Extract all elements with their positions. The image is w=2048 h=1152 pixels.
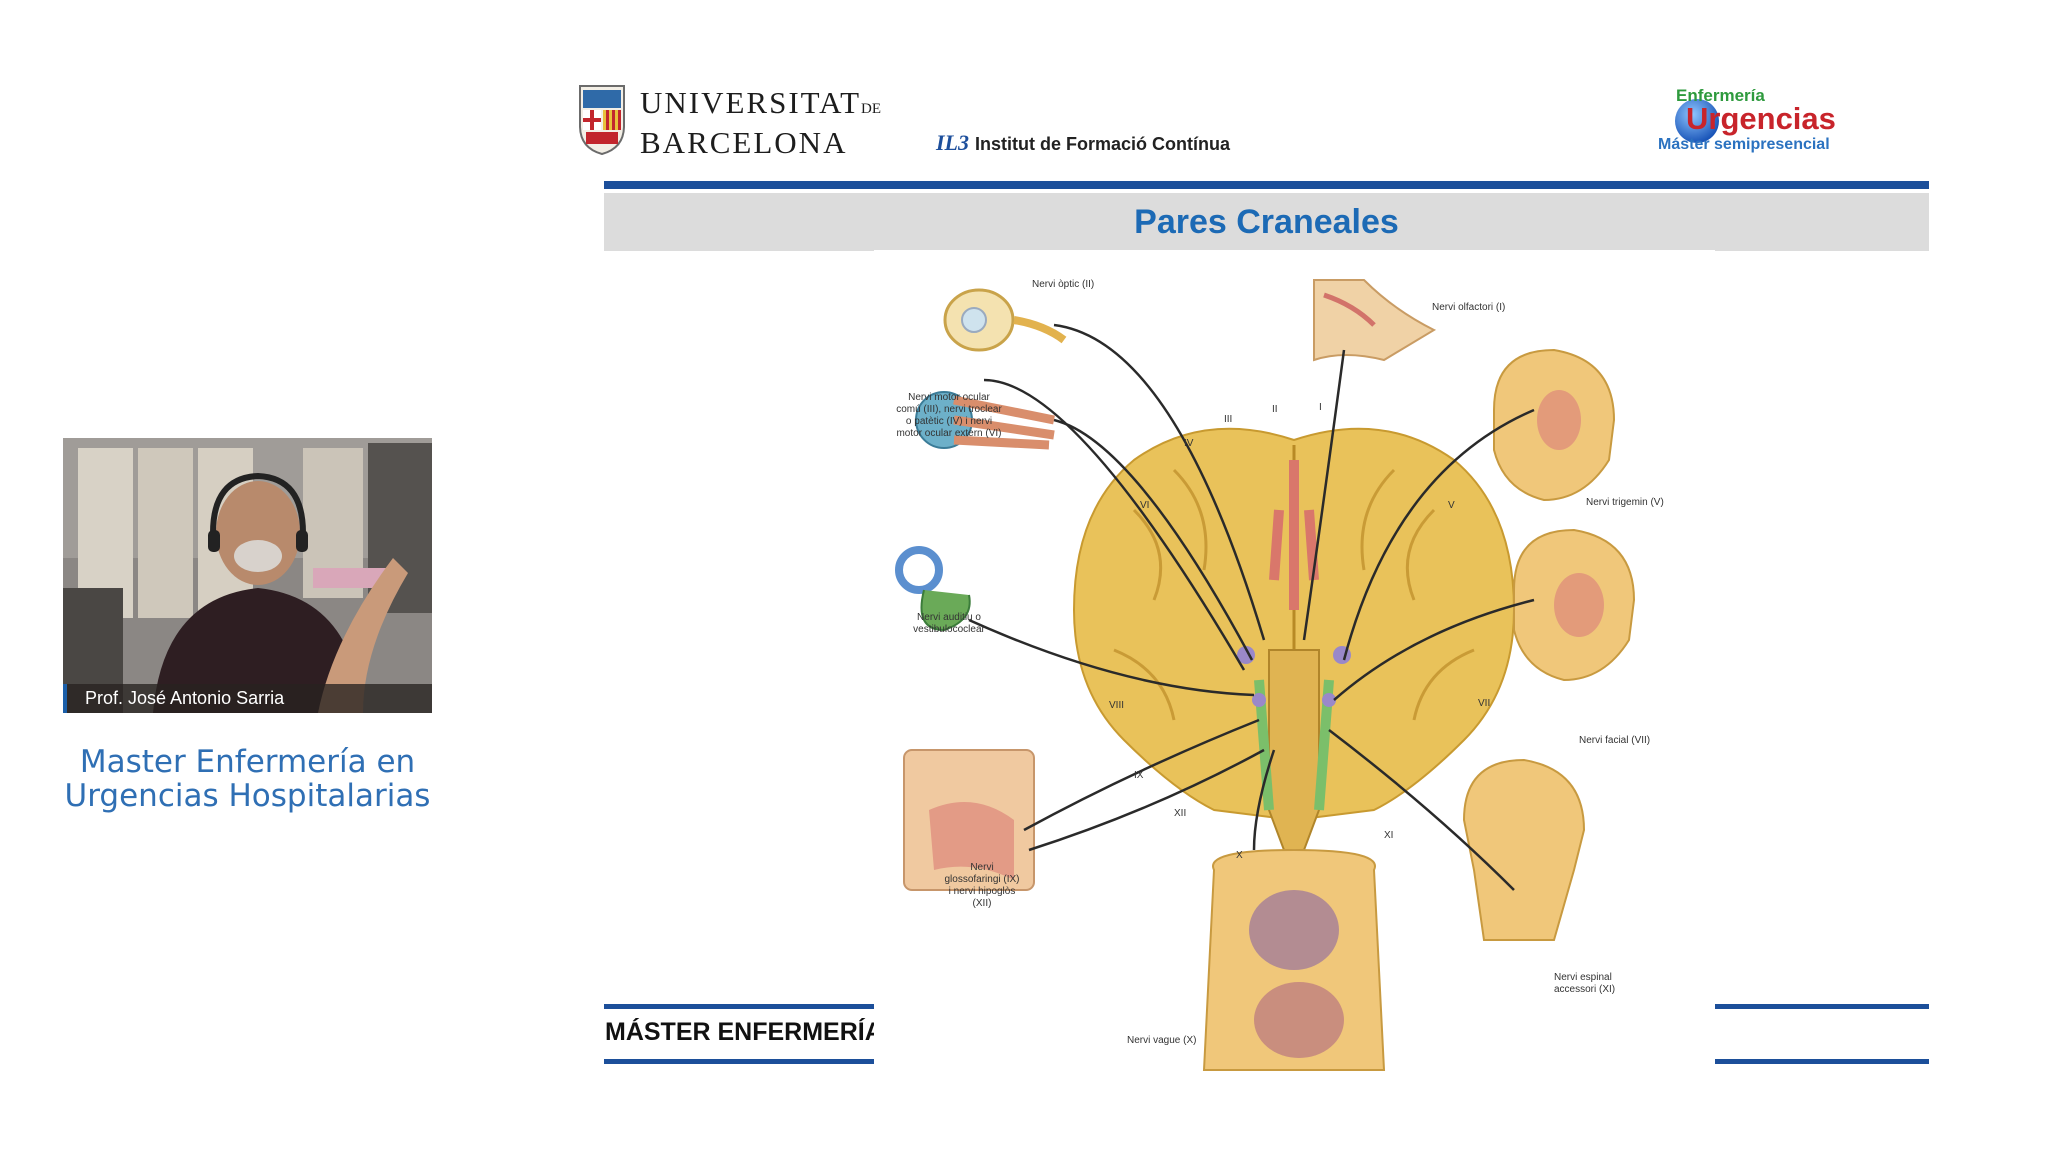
footer-rule-bottom-right — [1715, 1059, 1929, 1064]
label-glosso-1: Nervi — [970, 862, 993, 873]
badge-line2: Urgencias — [1686, 101, 1836, 136]
ear-vestibule — [920, 589, 971, 632]
course-title: Master Enfermería en Urgencias Hospitala… — [40, 745, 455, 813]
label-trigeminal: Nervi trigemin (V) — [1586, 497, 1664, 508]
numeral-xii: XII — [1174, 808, 1186, 819]
il3-mark: IL3 — [936, 130, 969, 155]
globe-icon — [1675, 99, 1719, 143]
il3-logo: IL3 Institut de Formació Contínua — [936, 130, 1230, 156]
numeral-v: V — [1448, 500, 1455, 511]
label-glosso-4: (XII) — [973, 898, 992, 909]
numeral-i: I — [1319, 402, 1322, 413]
presenter-video — [63, 438, 432, 713]
label-olfactory: Nervi olfactori (I) — [1432, 302, 1505, 313]
presenter-name-label: Prof. José Antonio Sarria — [63, 684, 432, 713]
eye-iris — [961, 307, 987, 333]
numeral-xi: XI — [1384, 830, 1393, 841]
head-trigeminal — [1493, 348, 1616, 502]
university-de: DE — [861, 101, 882, 117]
label-oculomotor-3: o patètic (IV) i nervi — [906, 416, 992, 427]
slide-footer-text: MÁSTER ENFERMERÍA — [605, 1018, 875, 1046]
numeral-x: X — [1236, 850, 1243, 861]
label-glosso-2: glossofaringi (IX) — [944, 874, 1019, 885]
nose-illustration — [1313, 279, 1437, 362]
university-line1: UNIVERSITAT — [640, 85, 862, 120]
label-auditory-1: Nervi auditiu o — [917, 612, 981, 623]
brain-folds — [1113, 468, 1475, 721]
label-optic: Nervi òptic (II) — [1032, 279, 1094, 290]
slide-top-rule — [604, 181, 1929, 189]
head-spinal — [1462, 758, 1586, 941]
brainstem — [1268, 649, 1320, 851]
badge-line3: Máster semipresencial — [1658, 136, 1830, 153]
cranial-node — [1252, 693, 1266, 707]
torso-vagus — [1202, 848, 1386, 1071]
tongue-illustration — [929, 802, 1014, 880]
numeral-ix: IX — [1134, 770, 1144, 781]
head-facial — [1513, 528, 1636, 682]
cranial-node — [1322, 693, 1336, 707]
optic-nerve-stub — [1013, 316, 1067, 344]
ear-cochlea — [895, 546, 943, 594]
slide-title-band — [604, 193, 1929, 251]
label-glosso-3: i nervi hipoglòs — [949, 886, 1016, 897]
nerve-connector-lines — [968, 323, 1535, 891]
label-oculomotor-1: Nervi motor ocular — [908, 392, 990, 403]
university-name: UNIVERSITATDE BARCELONA — [640, 86, 881, 159]
badge-line1: Enfermería — [1676, 86, 1765, 105]
label-oculomotor-4: motor ocular extern (VI) — [896, 428, 1001, 439]
numeral-iv: IV — [1184, 438, 1194, 449]
il3-text: Institut de Formació Contínua — [975, 134, 1230, 154]
university-shield-icon — [579, 85, 625, 156]
olfactory-region — [1323, 292, 1376, 327]
numeral-iii: III — [1224, 414, 1232, 425]
course-title-line1: Master Enfermería en — [79, 744, 416, 780]
university-line2: BARCELONA — [640, 125, 848, 160]
label-spinal-1: Nervi espinal — [1554, 972, 1612, 983]
numeral-viii: VIII — [1109, 700, 1124, 711]
slide-title: Pares Craneales — [1134, 203, 1399, 241]
cranial-nerves-figure: Nervi òptic (II) Nervi olfactori (I) Ner… — [874, 250, 1715, 1080]
label-vagus: Nervi vague (X) — [1127, 1035, 1196, 1046]
course-title-line2: Urgencias Hospitalarias — [64, 778, 431, 814]
numeral-vi: VI — [1140, 500, 1149, 511]
presenter-video-frame — [63, 438, 432, 713]
footer-rule-bottom-left — [604, 1059, 874, 1064]
cranial-nerves-illustration: Nervi òptic (II) Nervi olfactori (I) Ner… — [895, 279, 1664, 1071]
label-spinal-2: accessori (XI) — [1554, 984, 1615, 995]
label-auditory-2: vestibulococlear — [913, 624, 985, 635]
eye-muscles — [953, 395, 1055, 450]
numeral-ii: II — [1272, 404, 1278, 415]
footer-rule-top-right — [1715, 1004, 1929, 1009]
label-facial: Nervi facial (VII) — [1579, 735, 1650, 746]
label-oculomotor-2: comú (III), nervi troclear — [896, 404, 1002, 415]
footer-rule-top-left — [604, 1004, 874, 1009]
numeral-vii: VII — [1478, 698, 1490, 709]
